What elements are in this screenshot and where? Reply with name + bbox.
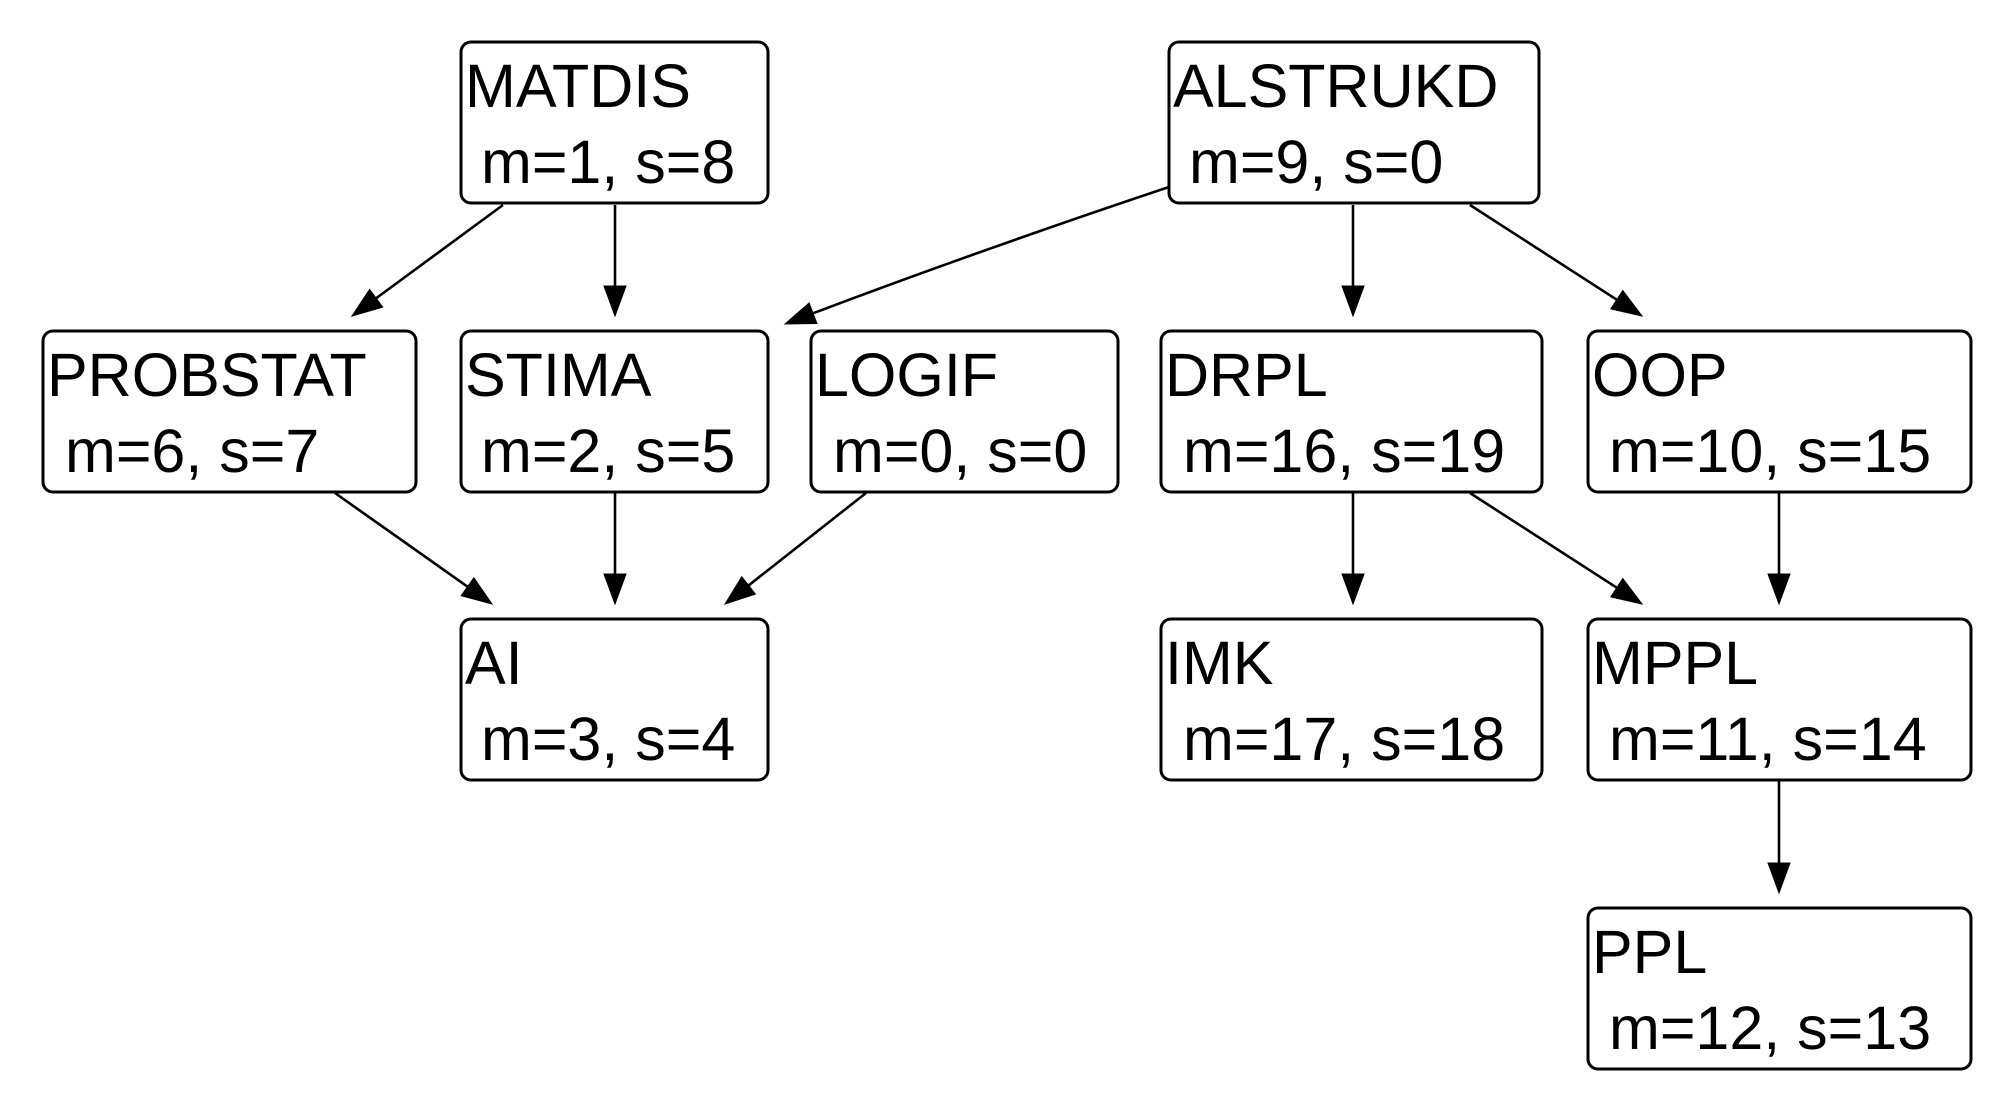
arrowhead-icon (1341, 285, 1365, 318)
node-box (41, 329, 418, 494)
node-stats: m=17, s=18 (1183, 705, 1505, 773)
node-stats: m=0, s=0 (833, 417, 1087, 485)
node-label: MPPL (1592, 629, 1758, 697)
edge-line (1469, 203, 1643, 318)
arrowhead-icon (460, 576, 494, 605)
node-label: ALSTRUKD (1173, 52, 1498, 120)
node-stima: STIMA m=2, s=5 (459, 329, 770, 494)
edge-line (784, 185, 1170, 326)
node-label: MATDIS (465, 52, 691, 120)
edges-layer (334, 185, 1791, 895)
node-label: OOP (1592, 341, 1728, 409)
node-stats: m=16, s=19 (1183, 417, 1505, 485)
node-label: DRPL (1165, 341, 1328, 409)
arrowhead-icon (783, 302, 818, 325)
node-stats: m=1, s=8 (481, 128, 735, 196)
arrowhead-icon (1767, 862, 1791, 895)
node-drpl: DRPL m=16, s=19 (1159, 329, 1544, 494)
arrowhead-icon (1610, 289, 1644, 317)
node-oop: OOP m=10, s=15 (1586, 329, 1973, 494)
node-box (1586, 906, 1973, 1071)
node-stats: m=6, s=7 (65, 417, 319, 485)
node-box (1586, 617, 1973, 782)
node-label: LOGIF (815, 341, 998, 409)
node-probstat: PROBSTAT m=6, s=7 (41, 329, 418, 494)
node-ai: AI m=3, s=4 (459, 617, 770, 782)
edge-matdis-to-stima (603, 205, 627, 318)
node-stats: m=10, s=15 (1609, 417, 1931, 485)
edge-alstrukd-to-stima (783, 185, 1170, 326)
arrowhead-icon (603, 285, 627, 318)
edge-alstrukd-to-oop (1469, 203, 1644, 318)
edge-drpl-to-mppl (1469, 491, 1644, 606)
arrowhead-icon (603, 573, 627, 606)
edge-line (1469, 491, 1643, 606)
arrowhead-icon (1767, 573, 1791, 606)
node-box (1586, 329, 1973, 494)
node-box (459, 40, 770, 205)
node-alstrukd: ALSTRUKD m=9, s=0 (1167, 40, 1541, 205)
node-label: IMK (1165, 629, 1273, 697)
edge-logif-to-ai (723, 491, 867, 606)
node-ppl: PPL m=12, s=13 (1586, 906, 1973, 1071)
edge-stima-to-ai (603, 493, 627, 606)
node-label: STIMA (465, 341, 652, 409)
node-box (459, 617, 770, 782)
edge-line (351, 203, 504, 318)
arrowhead-icon (1610, 577, 1644, 605)
arrowhead-icon (723, 575, 757, 605)
node-label: AI (465, 629, 523, 697)
node-mppl: MPPL m=11, s=14 (1586, 617, 1973, 782)
node-box (459, 329, 770, 494)
node-box (1159, 329, 1544, 494)
node-logif: LOGIF m=0, s=0 (809, 329, 1120, 494)
node-stats: m=3, s=4 (481, 705, 735, 773)
edge-probstat-to-ai (334, 491, 494, 606)
node-box (1167, 40, 1541, 205)
node-matdis: MATDIS m=1, s=8 (459, 40, 770, 205)
node-box (1159, 617, 1544, 782)
node-stats: m=12, s=13 (1609, 994, 1931, 1062)
node-stats: m=11, s=14 (1609, 705, 1927, 773)
node-stats: m=2, s=5 (481, 417, 735, 485)
node-imk: IMK m=17, s=18 (1159, 617, 1544, 782)
node-box (809, 329, 1120, 494)
edge-mppl-to-ppl (1767, 781, 1791, 895)
arrowhead-icon (350, 288, 384, 317)
node-stats: m=9, s=0 (1189, 128, 1443, 196)
node-label: PROBSTAT (47, 341, 367, 409)
arrowhead-icon (1341, 573, 1365, 606)
node-label: PPL (1592, 918, 1707, 986)
edge-line (334, 491, 493, 606)
edge-matdis-to-probstat (350, 203, 504, 318)
edge-drpl-to-imk (1341, 493, 1365, 606)
edge-alstrukd-to-drpl (1341, 205, 1365, 318)
edge-oop-to-mppl (1767, 493, 1791, 606)
